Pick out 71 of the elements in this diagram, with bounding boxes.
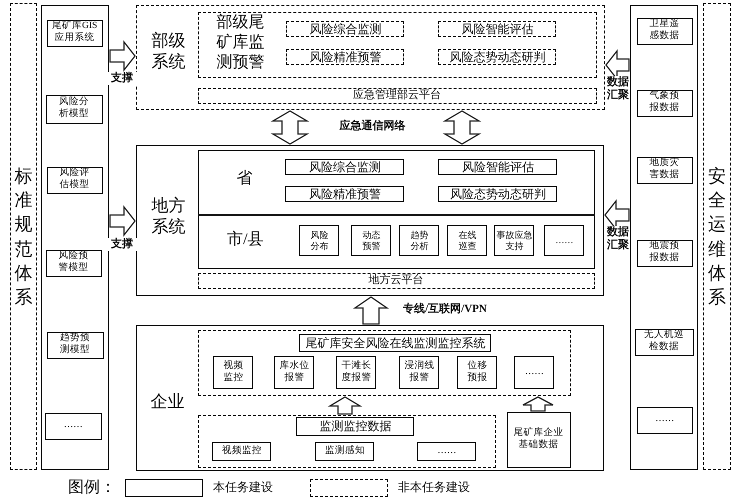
section-title: 市/县 <box>226 230 265 250</box>
block-arrow <box>109 205 136 237</box>
model-box: 风险预警模型 <box>46 250 102 277</box>
section-title: 省 <box>235 169 254 190</box>
data-box: 卫星遥感数据 <box>636 18 693 45</box>
function-box: 浸润线报警 <box>399 356 440 390</box>
function-box: 风险分布 <box>299 225 340 256</box>
function-box: 风险智能评估 <box>438 159 558 176</box>
function-box: 风险综合监测 <box>286 21 404 38</box>
model-box: 风险分析模型 <box>46 94 103 124</box>
module-frame <box>198 330 571 396</box>
system-frame <box>136 145 604 296</box>
data-box: 气象预报数据 <box>636 90 693 117</box>
block-arrow <box>328 396 362 415</box>
function-box: 风险态势动态研判 <box>438 49 556 66</box>
block-arrow <box>109 40 136 72</box>
function-box: 风险综合监测 <box>285 159 404 176</box>
block-arrow <box>522 396 554 412</box>
legend-label: 本任务建设 <box>213 480 273 495</box>
data-box: 地质灾害数据 <box>636 156 693 184</box>
level-frame <box>198 214 595 269</box>
function-box: 动态预警 <box>351 225 392 256</box>
function-box: 视频监控 <box>212 442 272 462</box>
module-frame <box>198 12 597 78</box>
edge-label: 支撑 <box>107 72 137 86</box>
function-box: 干滩长度报警 <box>336 356 376 390</box>
function-box: 事故应急支持 <box>494 225 534 256</box>
function-box: 风险精准预警 <box>286 49 404 66</box>
function-box: 风险智能评估 <box>438 21 556 38</box>
module-title: 尾矿库安全风险在线监测监控系统 <box>299 334 492 352</box>
legend-heading: 图例： <box>68 478 116 498</box>
function-box: 位移预报 <box>457 356 498 390</box>
function-box: 风险态势动态研判 <box>438 186 558 202</box>
platform-bar: 地方云平台 <box>198 272 595 289</box>
section-title: 地方系统 <box>150 194 187 238</box>
module-frame <box>198 414 496 468</box>
model-box: 趋势预测模型 <box>46 332 104 359</box>
section-title: 企业 <box>150 390 186 412</box>
edge-label: 数据汇聚 <box>606 226 630 252</box>
model-box: 尾矿库GIS应用系统 <box>46 20 103 47</box>
function-box: 在线巡查 <box>447 225 488 256</box>
data-box: 尾矿库企业基础数据 <box>506 412 571 468</box>
data-box: 地震预报数据 <box>636 240 693 267</box>
edge-label: 数据汇聚 <box>606 76 630 102</box>
legend-label: 非本任务建设 <box>398 480 470 495</box>
function-box: …… <box>417 442 476 462</box>
function-box: …… <box>544 225 584 256</box>
function-box: 视频监控 <box>213 356 254 390</box>
edge-label: 支撑 <box>107 238 137 252</box>
system-frame <box>136 5 605 110</box>
function-box: 趋势分析 <box>399 225 440 256</box>
function-box: …… <box>514 356 554 390</box>
band: 标准规范体系 <box>10 3 37 470</box>
module-title: 监测监控数据 <box>296 417 414 436</box>
group-frame <box>630 5 698 470</box>
group-frame <box>41 5 109 470</box>
block-arrow <box>352 296 390 325</box>
function-box: 库水位报警 <box>274 356 314 390</box>
function-box: 风险精准预警 <box>285 186 404 202</box>
platform-bar: 应急管理部云平台 <box>198 88 597 104</box>
model-box: 风险评估模型 <box>46 166 103 194</box>
section-title: 部级系统 <box>150 30 187 72</box>
block-arrow <box>442 110 482 145</box>
data-box: …… <box>636 406 693 434</box>
band: 安全运维体系 <box>703 3 731 470</box>
model-box: …… <box>44 412 102 440</box>
section-title: 部级尾矿库监测预警 <box>215 13 266 74</box>
function-box: 监测感知 <box>315 442 374 462</box>
data-box: 无人机巡检数据 <box>634 328 694 356</box>
level-frame <box>198 150 595 215</box>
block-arrow <box>270 110 310 145</box>
